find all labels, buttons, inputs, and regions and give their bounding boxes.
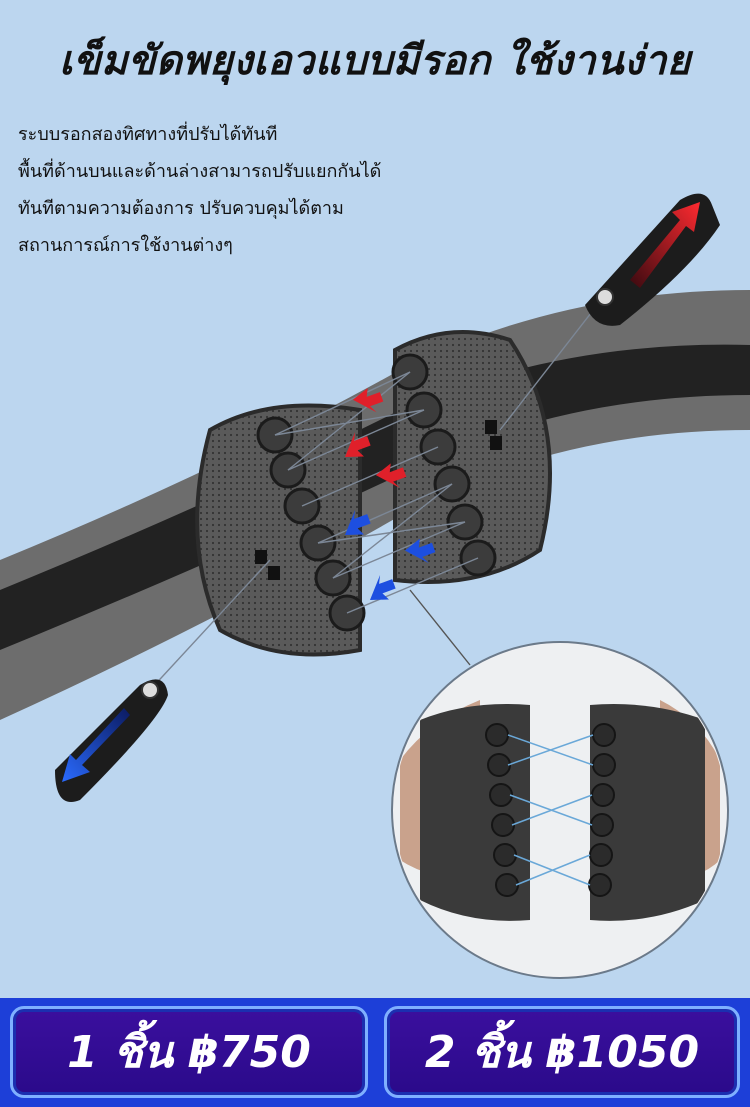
price-two-pieces[interactable]: 2 ชิ้น ฿1050 [384, 1006, 740, 1098]
worn-belt-inset-photo [391, 641, 729, 979]
left-pulley-panel [195, 403, 366, 657]
price-one-piece[interactable]: 1 ชิ้น ฿750 [10, 1006, 368, 1098]
belt-strap [0, 290, 750, 720]
headline: เข็มขัดพยุงเอวแบบมีรอก ใช้งานง่าย [59, 38, 691, 84]
description-line: ทันทีตามความต้องการ ปรับควบคุมได้ตาม [18, 198, 344, 219]
description-line: พื้นที่ด้านบนและด้านล่างสามารถปรับแยกกัน… [18, 161, 382, 182]
right-pulley-panel [391, 330, 552, 584]
pulley-cables [149, 294, 606, 691]
price-bar: 1 ชิ้น ฿750 2 ชิ้น ฿1050 [0, 998, 750, 1107]
description-line: สถานการณ์การใช้งานต่างๆ [18, 235, 233, 256]
pull-tab-blue [55, 679, 168, 802]
direction-arrows [345, 387, 436, 600]
description-line: ระบบรอกสองทิศทางที่ปรับได้ทันที [18, 124, 278, 145]
feature-description: ระบบรอกสองทิศทางที่ปรับได้ทันที พื้นที่ด… [18, 116, 498, 264]
pull-tab-red [585, 193, 720, 326]
